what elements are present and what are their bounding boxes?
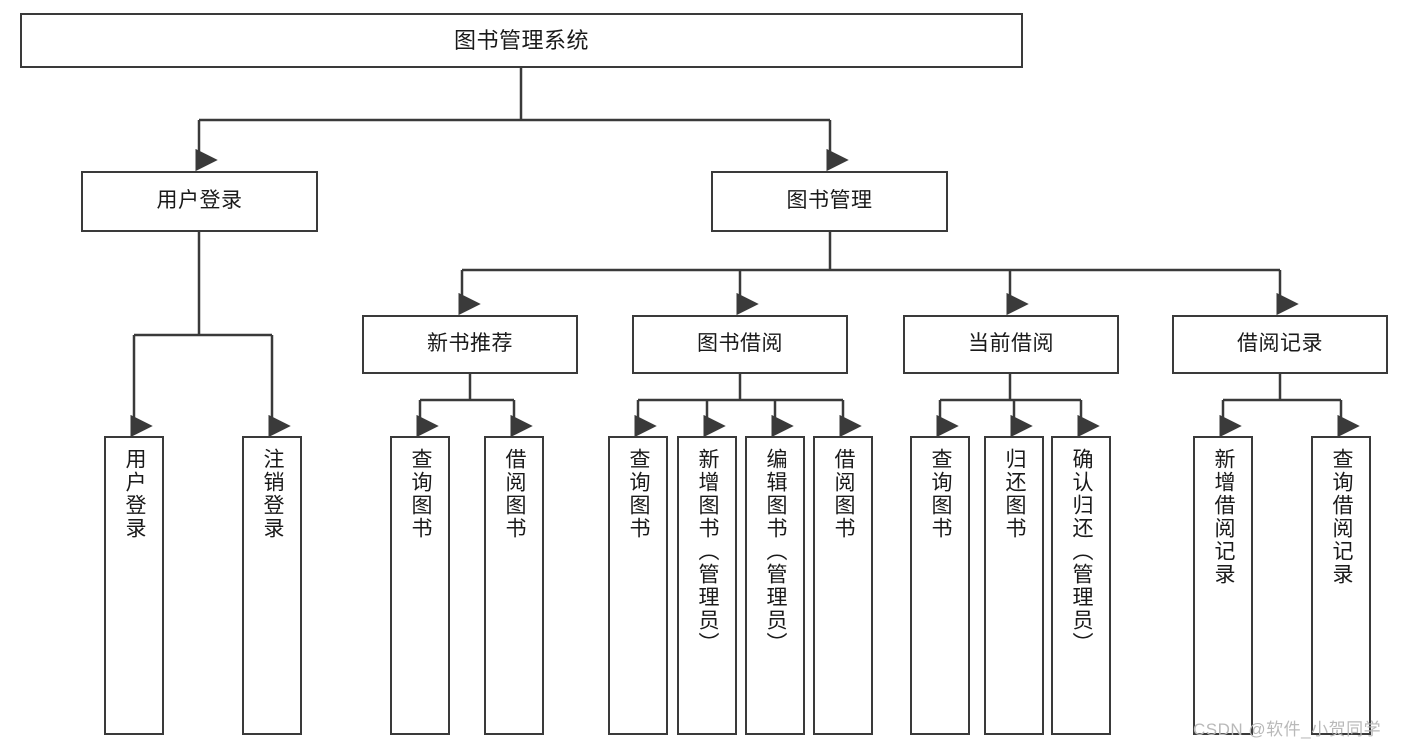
node-label: 新书推荐 bbox=[427, 332, 513, 356]
node-label: 借阅记录 bbox=[1237, 332, 1323, 356]
node-leaf-query-book-current[interactable]: 查询图书 bbox=[910, 436, 970, 735]
node-label: 用户登录 bbox=[156, 189, 243, 213]
node-leaf-borrow-book[interactable]: 借阅图书 bbox=[813, 436, 873, 735]
node-label: 查询图书 bbox=[929, 448, 953, 540]
node-label: 图书管理系统 bbox=[453, 27, 589, 53]
node-label: 用户登录 bbox=[123, 448, 147, 540]
node-user-login[interactable]: 用户登录 bbox=[81, 171, 318, 232]
node-leaf-query-borrow-record[interactable]: 查询借阅记录 bbox=[1311, 436, 1371, 735]
node-leaf-logout[interactable]: 注销登录 bbox=[242, 436, 302, 735]
node-borrow-record[interactable]: 借阅记录 bbox=[1172, 315, 1388, 374]
node-label: 查询图书 bbox=[627, 448, 651, 540]
node-label: 当前借阅 bbox=[968, 332, 1054, 356]
node-current-borrow[interactable]: 当前借阅 bbox=[903, 315, 1119, 374]
node-label: 借阅图书 bbox=[503, 448, 527, 540]
node-new-book-recommend[interactable]: 新书推荐 bbox=[362, 315, 578, 374]
node-leaf-edit-book-admin[interactable]: 编辑图书（管理员） bbox=[745, 436, 805, 735]
node-label: 归还图书 bbox=[1003, 448, 1027, 540]
node-label: 新增借阅记录 bbox=[1212, 448, 1236, 586]
node-leaf-return-book[interactable]: 归还图书 bbox=[984, 436, 1044, 735]
node-leaf-user-login[interactable]: 用户登录 bbox=[104, 436, 164, 735]
node-label: 新增图书（管理员） bbox=[696, 448, 720, 655]
node-label: 查询图书 bbox=[409, 448, 433, 540]
node-label: 确认归还（管理员） bbox=[1070, 448, 1094, 655]
node-label: 借阅图书 bbox=[832, 448, 856, 540]
node-label: 注销登录 bbox=[261, 448, 285, 540]
node-leaf-borrow-book-recommend[interactable]: 借阅图书 bbox=[484, 436, 544, 735]
node-label: 编辑图书（管理员） bbox=[764, 448, 788, 655]
watermark: CSDN @软件_小贺同学 bbox=[1193, 720, 1382, 739]
node-leaf-confirm-return-admin[interactable]: 确认归还（管理员） bbox=[1051, 436, 1111, 735]
node-leaf-query-book-borrow[interactable]: 查询图书 bbox=[608, 436, 668, 735]
node-label: 查询借阅记录 bbox=[1330, 448, 1354, 586]
node-leaf-add-book-admin[interactable]: 新增图书（管理员） bbox=[677, 436, 737, 735]
node-leaf-add-borrow-record[interactable]: 新增借阅记录 bbox=[1193, 436, 1253, 735]
node-book-management[interactable]: 图书管理 bbox=[711, 171, 948, 232]
node-book-management-system[interactable]: 图书管理系统 bbox=[20, 13, 1023, 68]
node-leaf-query-book-recommend[interactable]: 查询图书 bbox=[390, 436, 450, 735]
node-label: 图书借阅 bbox=[697, 332, 783, 356]
node-book-borrow[interactable]: 图书借阅 bbox=[632, 315, 848, 374]
node-label: 图书管理 bbox=[786, 189, 873, 213]
